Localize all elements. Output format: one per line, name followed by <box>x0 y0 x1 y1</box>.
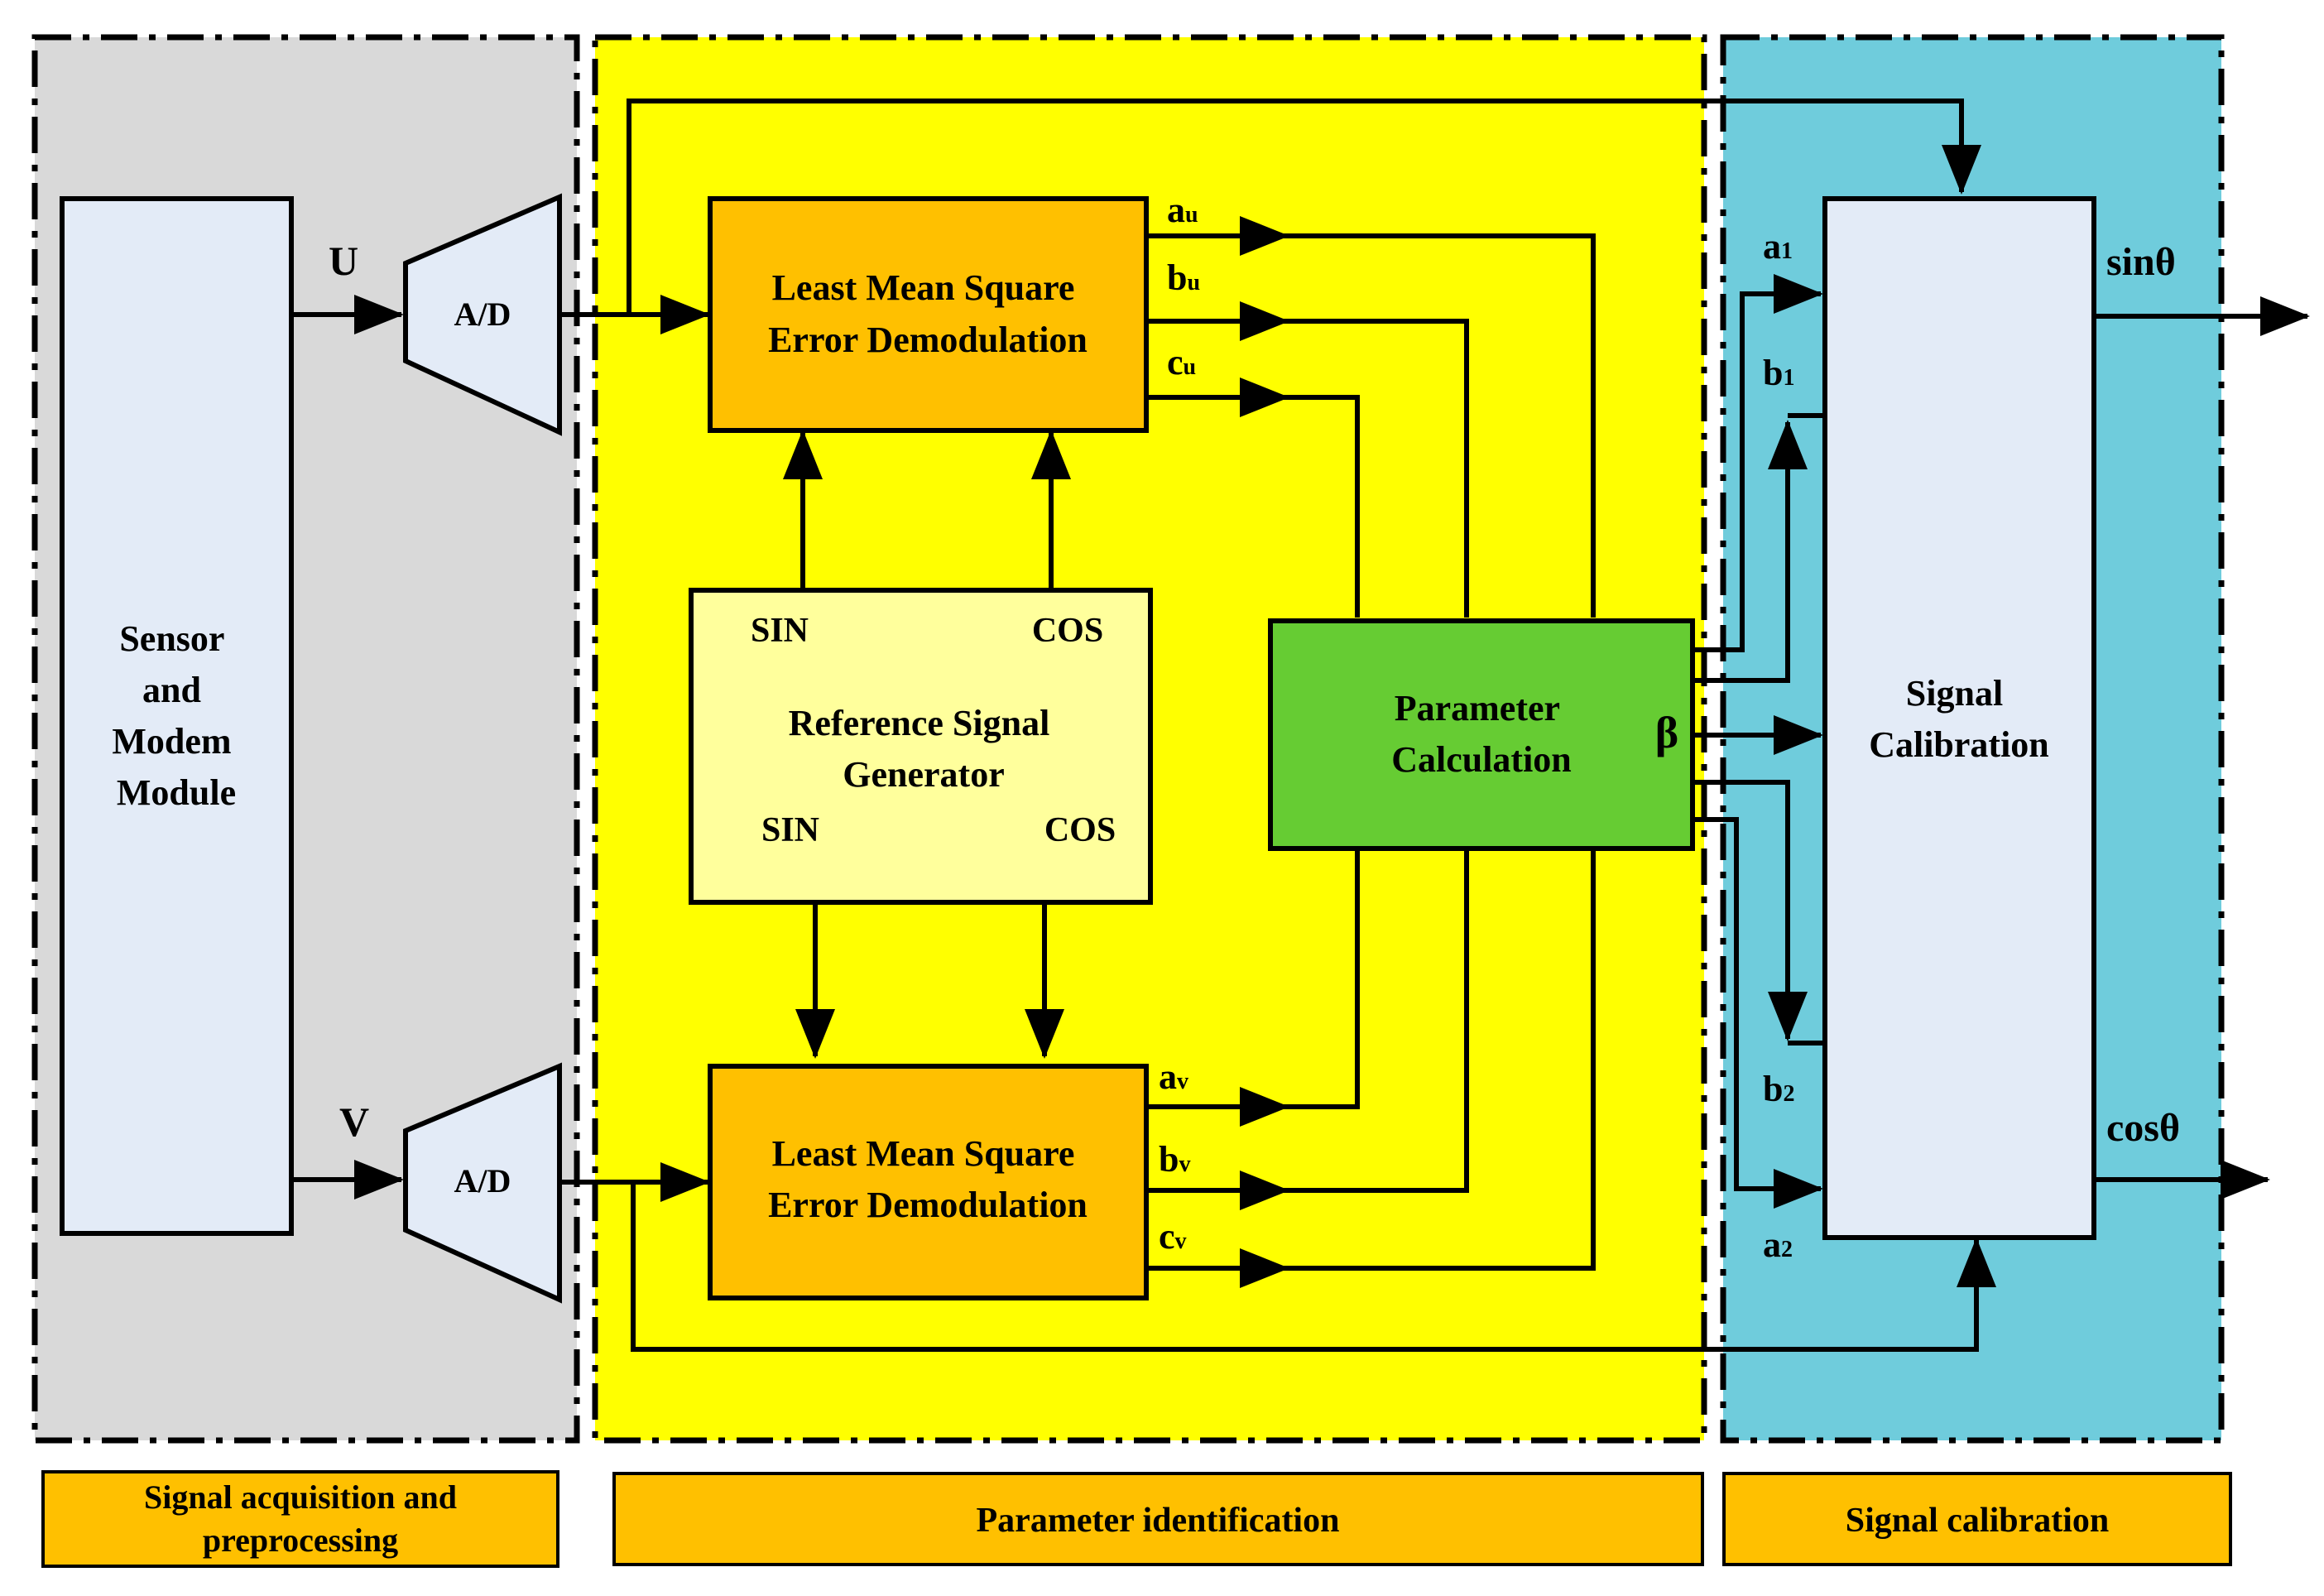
beta-label: β <box>1655 708 1678 757</box>
sensor-label-1: Sensor <box>119 618 224 659</box>
calib-label-1: Signal <box>1906 673 2003 714</box>
signal-b1: b1 <box>1763 353 1794 393</box>
signal-bu: bu <box>1167 257 1200 298</box>
label-bar-acquisition: Signal acquisition and preprocessing <box>41 1470 559 1568</box>
region-label-calibration: Signal calibration <box>1846 1502 2110 1540</box>
svg-text:Least Mean Square Error: Least Mean Square Error Demodulation <box>768 267 1088 360</box>
sensor-label-2: and <box>142 670 201 710</box>
signal-calibration-block: Signal Calibration <box>1822 196 2096 1240</box>
signal-V: V <box>339 1098 369 1145</box>
ad-bottom-label: A/D <box>454 1162 511 1199</box>
signal-au: au <box>1167 190 1198 230</box>
parameter-calculation-block: Parameter Calculation β <box>1268 618 1695 851</box>
sensor-label-4: Module <box>117 772 236 813</box>
wire-b1 <box>1693 420 1808 683</box>
ref-cos-top: COS <box>1032 612 1103 650</box>
signal-sin-output: sinθ <box>2106 240 2176 284</box>
wire-b2 <box>1693 780 1808 1041</box>
wire-V-bypass <box>631 1182 1996 1352</box>
param-label-1: Parameter <box>1395 688 1560 728</box>
svg-text:Least Mean Square Error: Least Mean Square Error Demodulation <box>768 1133 1088 1225</box>
lms-block-top: Least Mean Square Error Demodulation <box>708 196 1149 433</box>
label-bar-identification: Parameter identification <box>612 1472 1704 1566</box>
reference-generator-block: SIN COS Reference Signal Generator SIN C… <box>689 588 1153 905</box>
wire-U-bypass <box>627 99 1981 315</box>
signal-U: U <box>329 238 358 284</box>
region-label-acquisition: Signal acquisition and preprocessing <box>144 1478 457 1559</box>
wire-a1 <box>1693 274 1823 652</box>
signal-a1: a1 <box>1763 226 1793 267</box>
ad-top-label: A/D <box>454 296 511 333</box>
ad-converter-top: A/D <box>403 193 562 436</box>
svg-text:Sensor and Modem: Sensor and Modem Module <box>112 618 240 813</box>
ref-sin-top: SIN <box>751 612 809 650</box>
signal-cos-output: cosθ <box>2106 1106 2180 1150</box>
ref-cos-bottom: COS <box>1044 811 1116 849</box>
wires <box>291 99 2310 1352</box>
wire-a2 <box>1693 817 1823 1209</box>
calib-label-2: Calibration <box>1869 724 2049 765</box>
signal-cu: cu <box>1167 342 1196 382</box>
signal-a2: a2 <box>1763 1224 1793 1265</box>
ref-sin-bottom: SIN <box>761 811 819 849</box>
lms-bottom-label-1: Least Mean Square <box>772 1133 1075 1174</box>
svg-text:Signal Calibration: Signal Calibration <box>1869 673 2049 765</box>
lms-top-label-2: Error Demodulation <box>768 320 1088 360</box>
signal-b2: b2 <box>1763 1069 1794 1109</box>
sensor-block: Sensor and Modem Module <box>60 196 294 1236</box>
ref-title-2: Generator <box>843 754 1004 795</box>
region-label-identification: Parameter identification <box>977 1502 1340 1540</box>
signal-av: av <box>1159 1056 1188 1097</box>
lms-bottom-label-2: Error Demodulation <box>768 1185 1088 1225</box>
ad-converter-bottom: A/D <box>403 1062 562 1304</box>
sensor-label-3: Modem <box>112 721 231 762</box>
label-bar-calibration: Signal calibration <box>1722 1472 2232 1566</box>
ref-title-1: Reference Signal <box>789 703 1050 743</box>
param-label-2: Calculation <box>1391 739 1572 780</box>
signal-cv: cv <box>1159 1216 1187 1257</box>
signal-bv: bv <box>1159 1139 1190 1180</box>
svg-text:Parameter Calculation: Parameter Calculation <box>1391 688 1572 780</box>
lms-top-label-1: Least Mean Square <box>772 267 1075 308</box>
signal-labels: U V au bu cu av bv cv a1 b1 b2 a2 sinθ c… <box>329 190 2180 1265</box>
svg-text:Reference Signal Generat: Reference Signal Generator <box>789 703 1059 795</box>
lms-block-bottom: Least Mean Square Error Demodulation <box>708 1064 1149 1300</box>
